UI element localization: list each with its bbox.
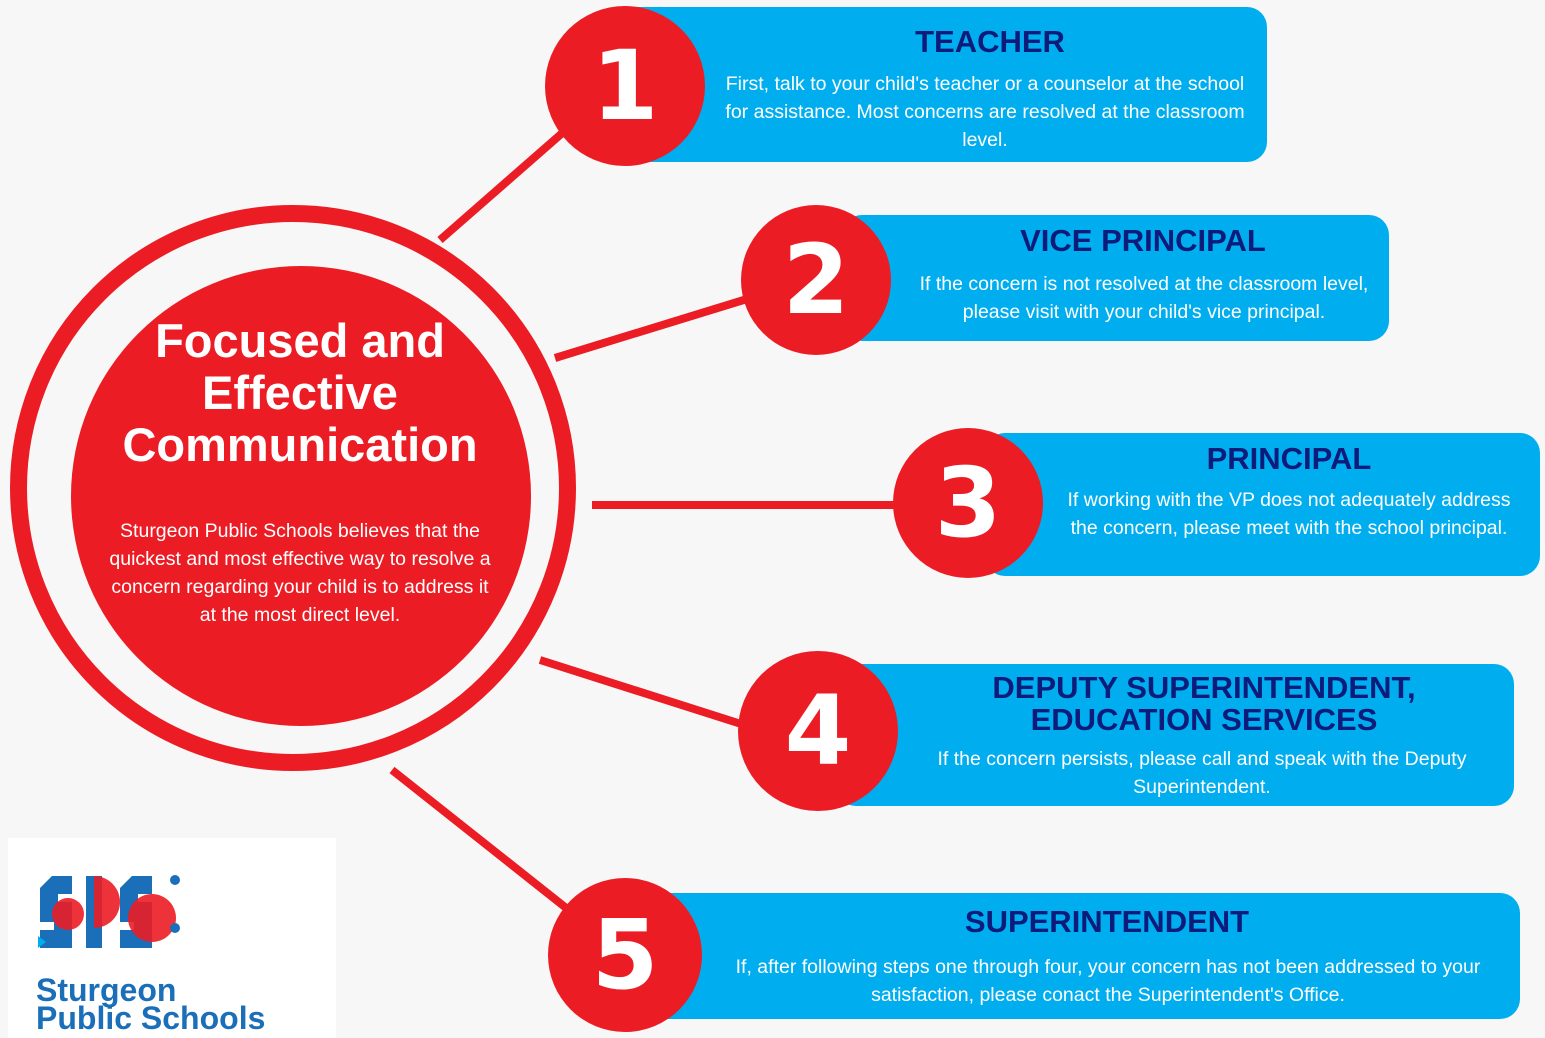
step-1-number: 1 — [591, 30, 659, 142]
step-5-text: If, after following steps one through fo… — [735, 956, 1481, 1006]
step-3-circle: 3 — [893, 428, 1043, 578]
step-2-circle: 2 — [741, 205, 891, 355]
connector-line-2 — [553, 291, 762, 362]
center-title: Focused and Effective Communication — [122, 314, 478, 471]
step-1-box — [612, 7, 1267, 162]
step-5-box — [640, 893, 1520, 1019]
step-3-text: If working with the VP does not adequate… — [1067, 489, 1511, 539]
step-2-box — [842, 215, 1389, 341]
step-1-circle: 1 — [545, 6, 705, 166]
center-disc — [71, 266, 531, 726]
logo-text: Sturgeon Public Schools — [36, 972, 266, 1036]
step-5-number: 5 — [591, 899, 659, 1011]
step-1-text: First, talk to your child's teacher or a… — [725, 73, 1245, 151]
connector-line-4 — [538, 656, 762, 734]
step-3-number: 3 — [934, 447, 1002, 559]
step-2-text: If the concern is not resolved at the cl… — [919, 273, 1369, 323]
step-2-number: 2 — [782, 224, 850, 336]
step-1-title: TEACHER — [915, 24, 1065, 59]
step-3-title: PRINCIPAL — [1206, 441, 1372, 476]
step-4-circle: 4 — [738, 651, 898, 811]
step-5-title: SUPERINTENDENT — [964, 904, 1250, 939]
step-4-box — [836, 664, 1514, 806]
center-description: Sturgeon Public Schools believes that th… — [109, 520, 491, 626]
step-4-number: 4 — [784, 675, 852, 787]
step-2-title: VICE PRINCIPAL — [1020, 223, 1266, 258]
step-5-circle: 5 — [548, 878, 702, 1032]
connector-line-5 — [389, 766, 578, 919]
step-4-title: DEPUTY SUPERINTENDENT, EDUCATION SERVICE… — [992, 670, 1416, 737]
sps-logo-mark — [38, 875, 180, 948]
step-4-text: If the concern persists, please call and… — [937, 748, 1467, 798]
step-3-box — [985, 433, 1540, 576]
